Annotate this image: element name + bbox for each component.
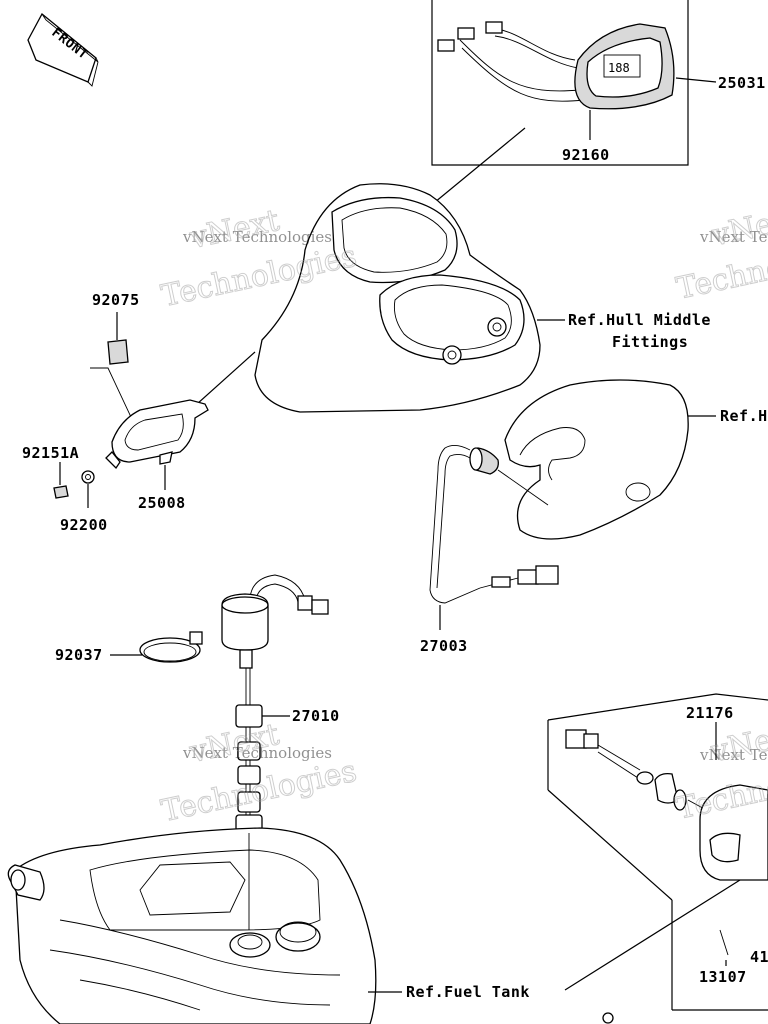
- fuel-sender-assembly: 27010 92037: [55, 574, 340, 832]
- label-27010: 27010: [292, 707, 340, 725]
- label-92037: 92037: [55, 646, 103, 664]
- label-41: 41: [750, 948, 768, 966]
- label-13107: 13107: [699, 968, 747, 986]
- label-ref-hull-middle: Ref.Hull Middle: [568, 311, 711, 329]
- svg-text:vNext: vNext: [186, 203, 282, 256]
- label-ref-h: Ref.H: [720, 407, 768, 425]
- label-21176: 21176: [686, 704, 734, 722]
- svg-text:vNext: vNext: [186, 717, 282, 770]
- label-92160: 92160: [562, 146, 610, 164]
- label-92075: 92075: [92, 291, 140, 309]
- label-ref-hull-fittings: Fittings: [612, 333, 688, 351]
- label-25031: 25031: [718, 74, 766, 92]
- hull-cover-and-sensor: Ref.H 27003: [420, 379, 768, 655]
- label-92151A: 92151A: [22, 444, 79, 462]
- fuel-tank: Ref.Fuel Tank: [7, 827, 530, 1024]
- watermark-text-lower: vNext Technologies: [182, 744, 332, 762]
- label-92200: 92200: [60, 516, 108, 534]
- bracket-assembly: 92075 25008 92151A 92200: [22, 291, 209, 534]
- label-25008: 25008: [138, 494, 186, 512]
- meter-assembly: 188 25031 92160: [431, 0, 766, 166]
- watermark-text-right: vNext Technologies: [699, 228, 768, 246]
- label-27003: 27003: [420, 637, 468, 655]
- svg-text:188: 188: [608, 61, 630, 75]
- label-ref-fuel-tank: Ref.Fuel Tank: [406, 983, 530, 1001]
- front-arrow-badge: FRONT: [27, 12, 99, 87]
- hull-middle-fittings: Ref.Hull Middle Fittings: [254, 183, 711, 413]
- watermark-text-lower-right: vNext Technologies: [699, 746, 768, 764]
- switch-assembly: 21176 13107 41: [547, 693, 768, 1024]
- watermark-text: vNext Technologies: [182, 228, 332, 246]
